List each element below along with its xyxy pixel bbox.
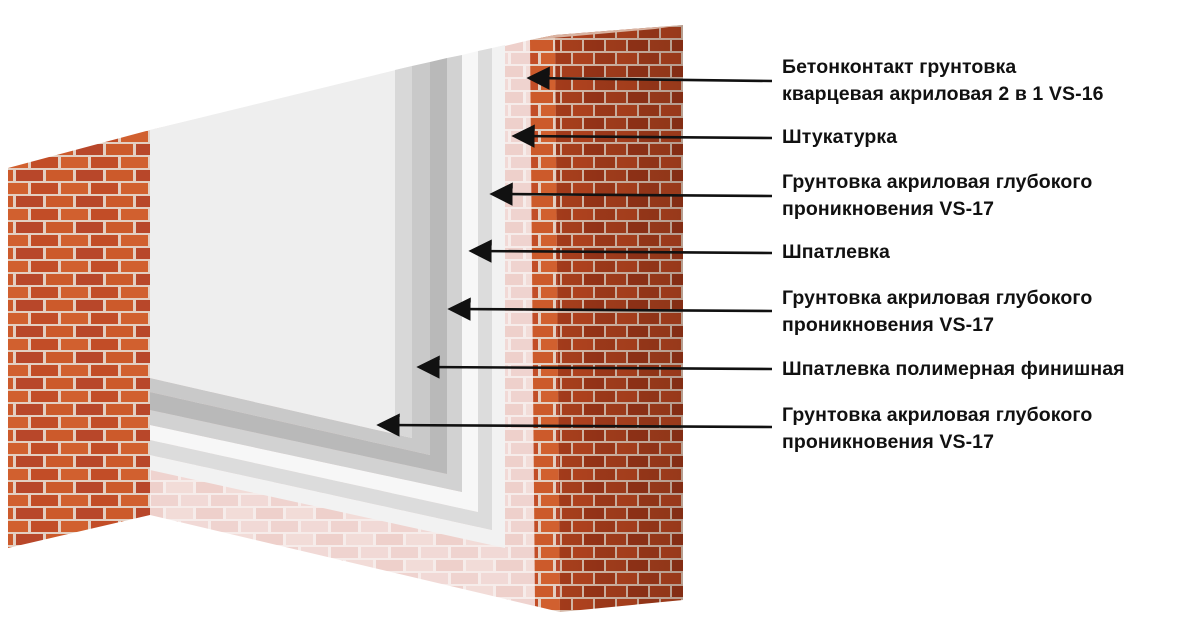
arrow-primer-2 — [447, 297, 773, 321]
label-line: Грунтовка акриловая глубокого — [782, 287, 1093, 309]
brick-column-front — [530, 35, 560, 612]
arrow-primer-1 — [489, 182, 773, 206]
arrow-finish-putty — [416, 355, 773, 379]
arrow-putty — [468, 239, 773, 263]
finished-surface-shadow — [395, 66, 412, 438]
label-line: Грунтовка акриловая глубокого — [782, 171, 1093, 193]
label-line: проникновения VS-17 — [782, 314, 995, 336]
label-line: Штукатурка — [782, 126, 898, 148]
label-line: Грунтовка акриловая глубокого — [782, 404, 1093, 426]
brick-column-side-shade — [555, 25, 683, 612]
finished-wall-surface — [150, 66, 412, 438]
label-plaster: Штукатурка — [782, 124, 1200, 151]
label-finish-putty: Шпатлевка полимерная финишная — [782, 356, 1200, 383]
arrow-plaster — [511, 124, 773, 148]
label-line: Бетонконтакт грунтовка — [782, 56, 1017, 78]
label-putty: Шпатлевка — [782, 239, 1200, 266]
label-concrete-contact: Бетонконтакт грунтовка кварцевая акрилов… — [782, 54, 1200, 108]
label-line: Шпатлевка полимерная финишная — [782, 358, 1125, 380]
label-primer-2: Грунтовка акриловая глубокого проникнове… — [782, 285, 1200, 339]
label-line: Шпатлевка — [782, 241, 890, 263]
left-brick-wall — [8, 130, 150, 548]
label-primer-3: Грунтовка акриловая глубокого проникнове… — [782, 402, 1200, 456]
label-line: кварцевая акриловая 2 в 1 VS-16 — [782, 83, 1104, 105]
pointer-arrows — [376, 66, 773, 437]
brick-column-top — [530, 25, 683, 40]
arrow-concrete-contact — [526, 66, 773, 90]
label-line: проникновения VS-17 — [782, 198, 995, 220]
label-primer-1: Грунтовка акриловая глубокого проникнове… — [782, 169, 1200, 223]
label-line: проникновения VS-17 — [782, 431, 995, 453]
arrow-primer-3 — [376, 413, 773, 437]
